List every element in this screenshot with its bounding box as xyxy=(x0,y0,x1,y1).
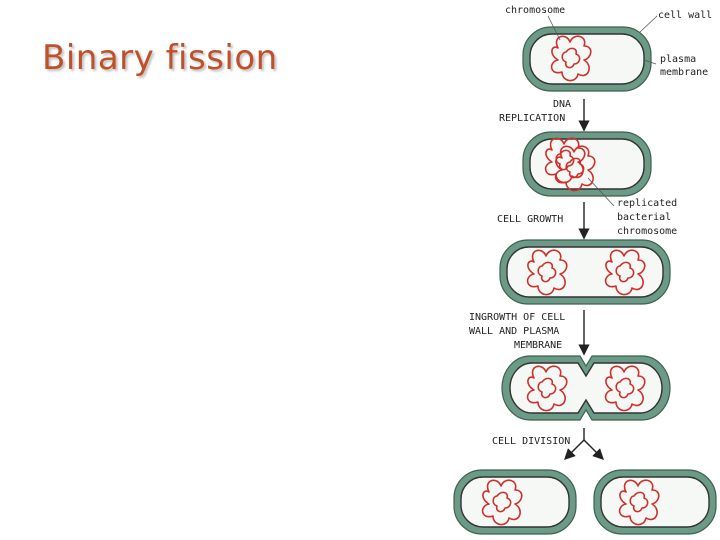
daughter-cell-right xyxy=(593,469,717,535)
pointer-replicated xyxy=(587,177,615,207)
cell-1 xyxy=(522,26,652,92)
label-cell-division: CELL DIVISION xyxy=(492,436,570,447)
cell-3-membrane xyxy=(506,246,664,298)
arrow-division xyxy=(564,428,604,460)
label-replication: REPLICATION xyxy=(499,113,565,124)
cell-3 xyxy=(499,239,671,305)
pointer-chromosome xyxy=(547,15,561,41)
cell-4 xyxy=(501,355,671,421)
label-ingrowth-2: WALL AND PLASMA xyxy=(469,326,559,337)
label-chromosome: chromosome xyxy=(505,5,565,16)
label-bacterial: bacterial xyxy=(617,212,671,223)
label-membrane: membrane xyxy=(660,67,708,78)
label-plasma: plasma xyxy=(660,54,696,65)
label-chromosome-2: chromosome xyxy=(617,226,677,237)
label-ingrowth-1: INGROWTH OF CELL xyxy=(469,312,565,323)
cell-4-membrane xyxy=(509,362,663,414)
label-replicated: replicated xyxy=(617,198,677,209)
label-ingrowth-3: MEMBRANE xyxy=(514,340,562,351)
label-dna: DNA xyxy=(553,99,571,110)
label-cell-growth: CELL GROWTH xyxy=(497,214,563,225)
daughter-cell-left xyxy=(453,469,577,535)
pointer-membrane xyxy=(643,59,657,65)
pointer-cell-wall xyxy=(639,15,658,33)
cell-2-membrane xyxy=(529,138,645,190)
cell-2 xyxy=(522,131,652,197)
slide-title: Binary fission xyxy=(42,38,278,78)
label-cell-wall: cell wall xyxy=(658,10,712,21)
